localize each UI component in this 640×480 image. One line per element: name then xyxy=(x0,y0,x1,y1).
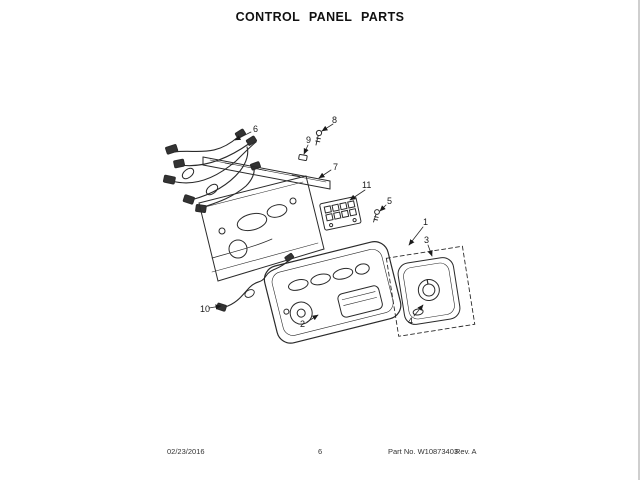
footer-page-number: 6 xyxy=(318,447,323,456)
control-board-part xyxy=(319,196,362,231)
footer-part-number: Part No. W10873403 xyxy=(388,447,459,456)
callout-7: 7 xyxy=(333,162,339,172)
callout-6: 6 xyxy=(253,124,259,134)
screw-part-5 xyxy=(373,209,380,223)
console-front-panel-part xyxy=(263,241,402,344)
clip-part-9 xyxy=(298,153,308,161)
callout-4: 4 xyxy=(408,316,414,326)
screw-part-8 xyxy=(315,129,323,146)
console-back-panel-part xyxy=(198,175,325,282)
callout-1: 1 xyxy=(423,217,429,227)
knob-part xyxy=(417,279,440,302)
callout-8: 8 xyxy=(332,115,338,125)
footer-revision: Rev. A xyxy=(455,447,477,456)
footer-date: 02/23/2016 xyxy=(167,447,205,456)
callout-3: 3 xyxy=(424,235,430,245)
callout-leaders xyxy=(208,123,433,323)
facia-kit-part xyxy=(385,245,476,337)
callout-10: 10 xyxy=(200,304,211,314)
callout-5: 5 xyxy=(387,196,393,206)
page-right-edge xyxy=(638,0,640,480)
callout-9: 9 xyxy=(306,135,312,145)
callout-11: 11 xyxy=(362,180,372,190)
page-title: CONTROL PANEL PARTS xyxy=(235,10,405,24)
callout-2: 2 xyxy=(300,319,306,329)
mounting-rail-part xyxy=(202,156,331,190)
